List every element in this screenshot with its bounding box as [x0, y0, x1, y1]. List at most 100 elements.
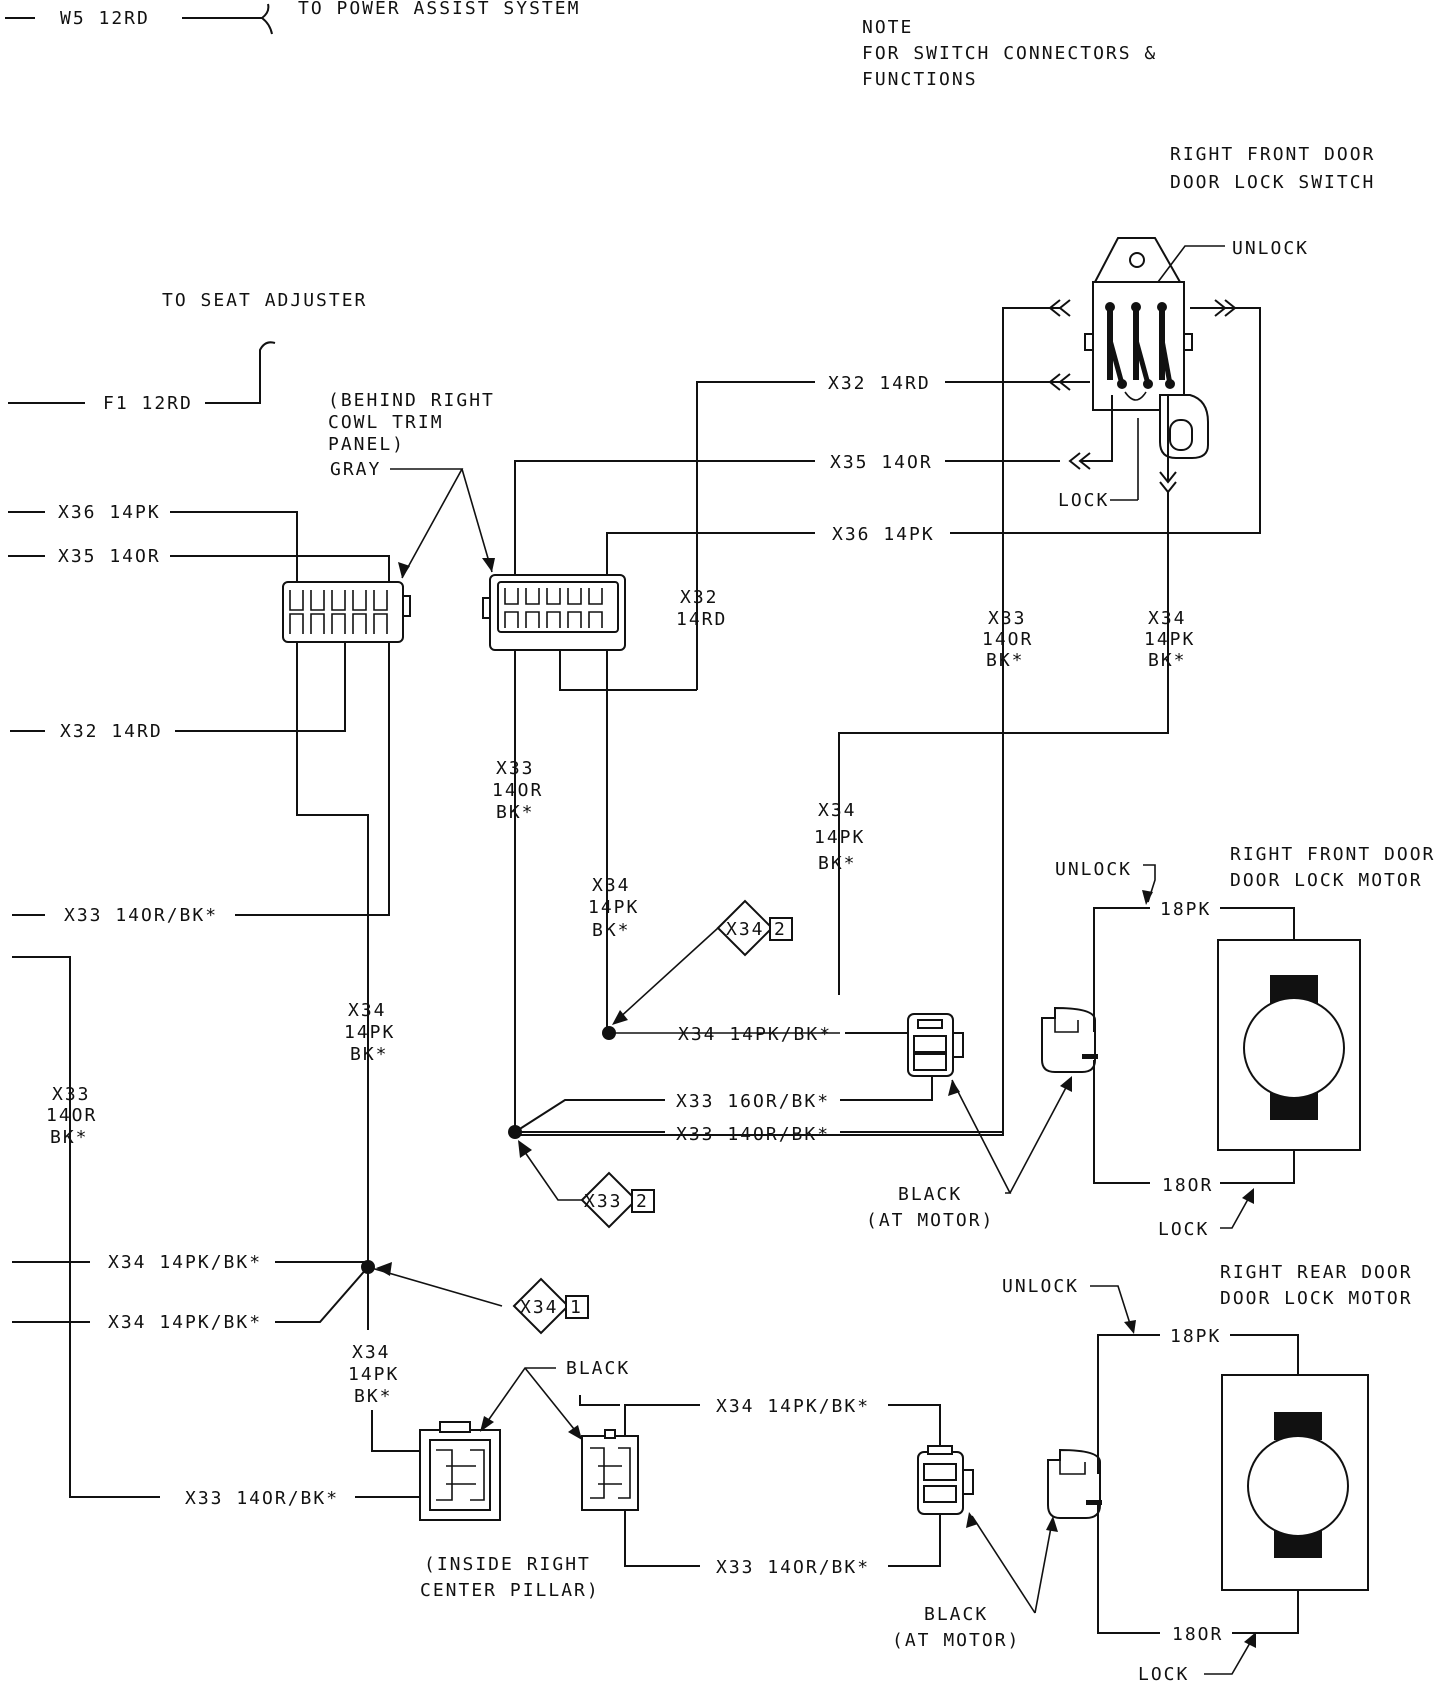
left-x36-label: X36 14PK	[58, 502, 161, 523]
outer-x33-b: 14OR	[46, 1105, 97, 1126]
vert-x32-b: 14RD	[676, 609, 727, 630]
pillar-leader-left	[484, 1367, 556, 1426]
rear-18pk-label: 18PK	[1170, 1326, 1221, 1347]
rear-black-leader-a	[971, 1515, 1036, 1614]
svg-text:2: 2	[636, 1191, 649, 1212]
splice-x34-2-leader	[616, 927, 719, 1021]
front-motor-plug	[1041, 1006, 1098, 1073]
rear-connector-stub	[579, 1395, 620, 1406]
splice-x34-2-label: X34 2	[716, 899, 793, 957]
front-black-leader-a	[951, 1079, 1012, 1194]
front-lock-arrow	[1242, 1188, 1254, 1204]
front-motor-connector	[907, 1013, 964, 1077]
wire-x34-switch-down	[838, 675, 1169, 995]
lock-leader	[1110, 418, 1139, 501]
note-line1: NOTE	[862, 17, 913, 38]
front-motor-title-2: DOOR LOCK MOTOR	[1230, 870, 1423, 891]
sw-x33-c: BK*	[986, 650, 1025, 671]
cowl-connector-right	[482, 574, 626, 651]
wire-x33-switch-to-splice	[515, 675, 1004, 1136]
wire-x34-pillar-in	[371, 1410, 430, 1452]
cowl-x33-a: X33	[496, 758, 535, 779]
wire-left-x36	[8, 511, 298, 600]
pillar-arrow-left	[480, 1416, 494, 1432]
pillar-x34-c: BK*	[354, 1386, 393, 1407]
front-black-leader-b	[1009, 1079, 1071, 1194]
left-f1-label: F1 12RD	[103, 393, 193, 414]
switch-wire-x35-end	[1068, 395, 1113, 470]
pillar-connector-right	[581, 1429, 639, 1511]
rear-lock-arrow	[1244, 1632, 1256, 1648]
pillar-x34-b: 14PK	[348, 1364, 399, 1385]
top-x36-label: X36 14PK	[832, 524, 935, 545]
top-x35-label: X35 14OR	[830, 452, 933, 473]
wire-left-x33-outer	[12, 956, 160, 1498]
rear-motor-plug	[1047, 1448, 1102, 1519]
left-x34b-label: X34 14PK/BK*	[108, 1312, 262, 1333]
cowl-arrow-right	[482, 558, 495, 572]
wire-x33-16-left	[514, 1099, 665, 1133]
rear-18pk-wire	[1097, 1334, 1160, 1474]
pillar-line1: (INSIDE RIGHT	[424, 1554, 591, 1575]
svg-text:1: 1	[570, 1297, 583, 1318]
front-motor-title-1: RIGHT FRONT DOOR	[1230, 844, 1435, 865]
door-lock-switch	[1084, 237, 1209, 459]
rear-at-motor-label: (AT MOTOR)	[892, 1630, 1020, 1651]
wire-left-x32	[10, 630, 346, 732]
sw-x33-a: X33	[988, 608, 1027, 629]
front-18pk-wire	[1093, 907, 1150, 1032]
wire-x32-left	[696, 381, 815, 690]
front-black-label: BLACK	[898, 1184, 962, 1205]
rear-lock-label: LOCK	[1138, 1664, 1189, 1685]
rear-unlock-arrow	[1124, 1320, 1136, 1334]
vert-x32-a: X32	[680, 587, 719, 608]
splice-x34-1-label: X34 1	[512, 1277, 589, 1335]
wire-x35-left	[514, 460, 815, 1135]
front-lock-label: LOCK	[1158, 1219, 1209, 1240]
left-x34-b: 14PK	[344, 1022, 395, 1043]
pillar-leader-right	[524, 1367, 579, 1435]
outer-x33-a: X33	[52, 1084, 91, 1105]
cowl-line3: PANEL)	[328, 434, 405, 455]
cowl-line1: (BEHIND RIGHT	[328, 390, 495, 411]
mid-x34-c: BK*	[818, 853, 857, 874]
rear-motor-title-2: DOOR LOCK MOTOR	[1220, 1288, 1413, 1309]
front-black-arrow-b	[1060, 1076, 1072, 1092]
cowl-x34-b: 14PK	[588, 897, 639, 918]
w5-label: W5 12RD	[60, 8, 150, 29]
sw-x33-b: 14OR	[982, 629, 1033, 650]
front-at-motor-label: (AT MOTOR)	[866, 1210, 994, 1231]
note-line2: FOR SWITCH CONNECTORS &	[862, 43, 1157, 64]
mid-x34-b: 14PK	[814, 827, 865, 848]
sw-x34-c: BK*	[1148, 650, 1187, 671]
left-x34-a: X34	[348, 1000, 387, 1021]
switch-wire-x36	[950, 299, 1261, 534]
unlock-leader	[1157, 245, 1225, 283]
wire-left-x33	[12, 640, 390, 916]
front-unlock-label: UNLOCK	[1055, 859, 1132, 880]
left-x34-c: BK*	[350, 1044, 389, 1065]
switch-title-line2: DOOR LOCK SWITCH	[1170, 172, 1375, 193]
cowl-arrow-left	[398, 562, 410, 578]
cowl-line2: COWL TRIM	[328, 412, 444, 433]
pillar-x34-a: X34	[352, 1342, 391, 1363]
note-line3: FUNCTIONS	[862, 69, 978, 90]
rear-unlock-leader	[1090, 1285, 1133, 1331]
wire-left-x34-b	[12, 1266, 369, 1323]
wire-x34-left-down	[296, 640, 369, 1267]
cowl-leaders	[390, 468, 493, 579]
rear-motor-connector	[917, 1445, 974, 1515]
mid-x34-a: X34	[818, 800, 857, 821]
rear-lock-leader	[1204, 1635, 1255, 1675]
rear-x34-wire-left	[624, 1404, 700, 1440]
rear-x34-wire-right	[888, 1404, 941, 1452]
svg-text:X34: X34	[520, 1297, 559, 1318]
pillar-black-label: BLACK	[566, 1358, 630, 1379]
front-unlock-leader	[1143, 864, 1156, 903]
switch-wire-x34	[1159, 395, 1177, 733]
wire-f1	[8, 341, 276, 404]
front-x33-16-label: X33 16OR/BK*	[676, 1091, 830, 1112]
svg-text:X33: X33	[584, 1191, 623, 1212]
pillar-connector-left	[419, 1421, 501, 1521]
